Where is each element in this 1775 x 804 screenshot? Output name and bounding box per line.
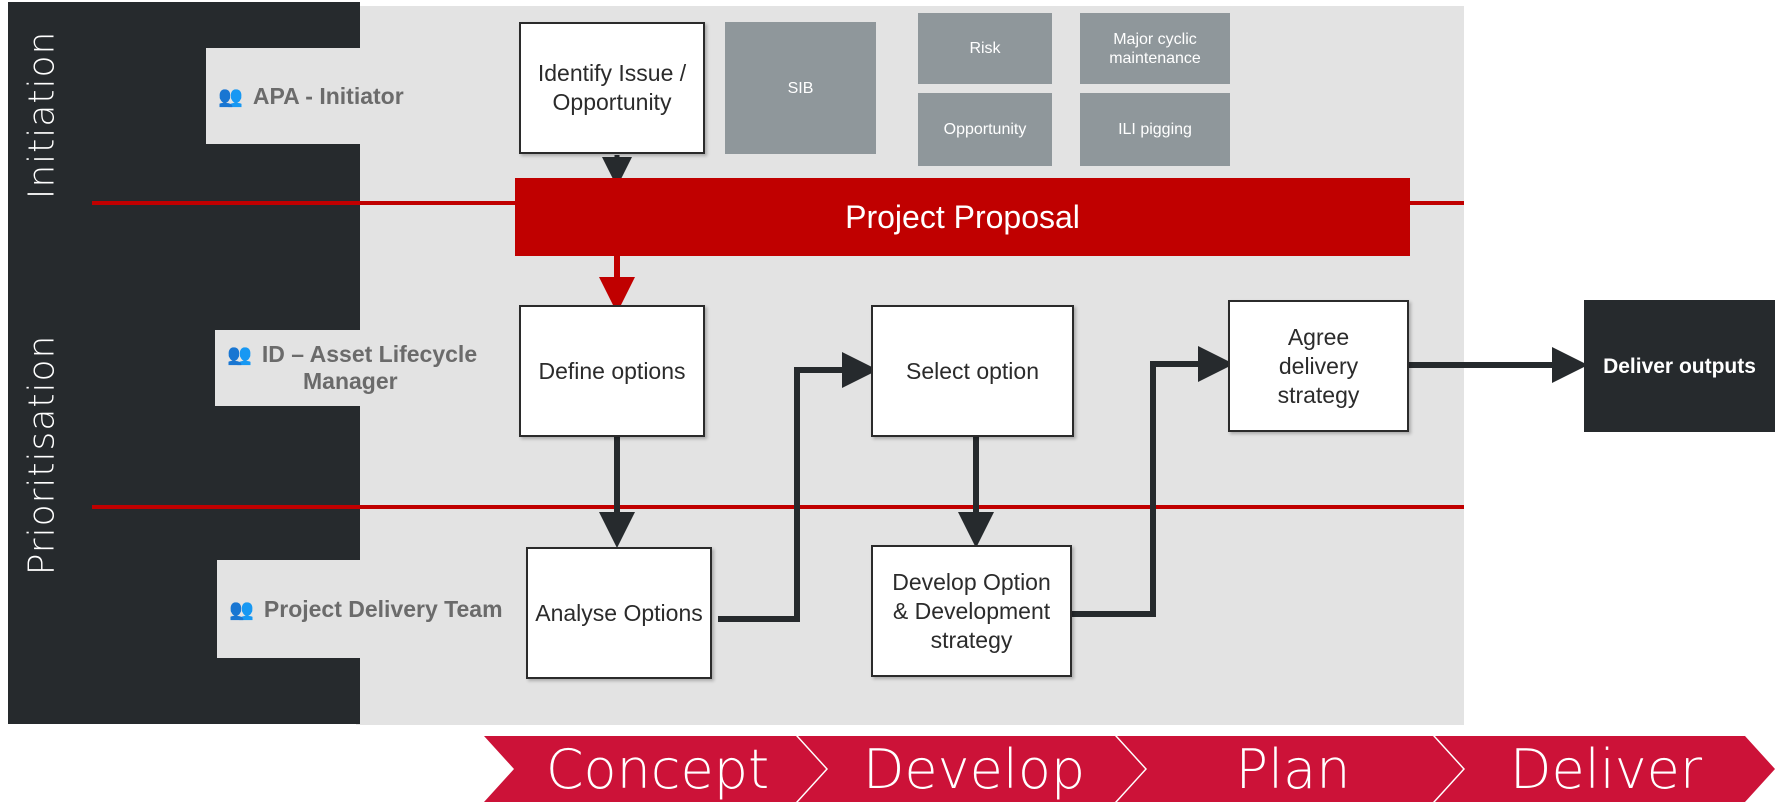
role-label-asset-manager-line1: ID – Asset Lifecycle xyxy=(261,341,478,367)
stage-label-develop: Develop xyxy=(862,737,1086,801)
arrow-develop-to-agree xyxy=(1072,346,1234,617)
stage-label-deliver: Deliver xyxy=(1509,737,1703,801)
project-proposal-bar[interactable]: Project Proposal xyxy=(515,178,1410,256)
source-ili-pigging: ILI pigging xyxy=(1080,93,1230,166)
role-tab-delivery-team: 👥 Project Delivery Team xyxy=(217,560,503,658)
people-icon: 👥 xyxy=(218,85,243,108)
box-analyse-options[interactable]: Analyse Options xyxy=(526,547,712,679)
role-label-initiator: APA - Initiator xyxy=(252,82,404,109)
people-icon: 👥 xyxy=(227,344,252,366)
box-define-options[interactable]: Define options xyxy=(519,305,705,437)
source-major-cyclic: Major cyclic maintenance xyxy=(1080,13,1230,84)
people-icon: 👥 xyxy=(229,598,254,621)
source-risk: Risk xyxy=(918,13,1052,84)
box-select-option[interactable]: Select option xyxy=(871,305,1074,437)
arrow-analyse-to-select xyxy=(718,352,878,622)
chevron-develop xyxy=(798,736,1145,802)
role-tab-asset-manager: 👥 ID – Asset Lifecycle Manager xyxy=(215,330,477,406)
role-label-asset-manager-line2: Manager xyxy=(303,368,398,394)
stage-label-concept: Concept xyxy=(545,737,770,801)
chevron-concept xyxy=(484,736,826,802)
deliver-outputs-box[interactable]: Deliver outputs xyxy=(1584,300,1775,432)
box-agree-delivery[interactable]: Agree delivery strategy xyxy=(1228,300,1409,432)
source-opportunity: Opportunity xyxy=(918,93,1052,166)
role-tab-initiator: 👥 APA - Initiator xyxy=(206,48,404,144)
box-identify-issue[interactable]: Identify Issue / Opportunity xyxy=(519,22,705,154)
box-develop-option[interactable]: Develop Option & Development strategy xyxy=(871,545,1072,677)
stage-label-plan: Plan xyxy=(1235,737,1351,801)
lane-divider-2 xyxy=(92,505,1464,509)
chevron-deliver xyxy=(1435,736,1775,802)
role-label-delivery-team: Project Delivery Team xyxy=(263,595,503,622)
stage-chevron-bar xyxy=(484,736,1775,802)
chevron-plan xyxy=(1117,736,1463,802)
source-sib: SIB xyxy=(725,22,876,154)
